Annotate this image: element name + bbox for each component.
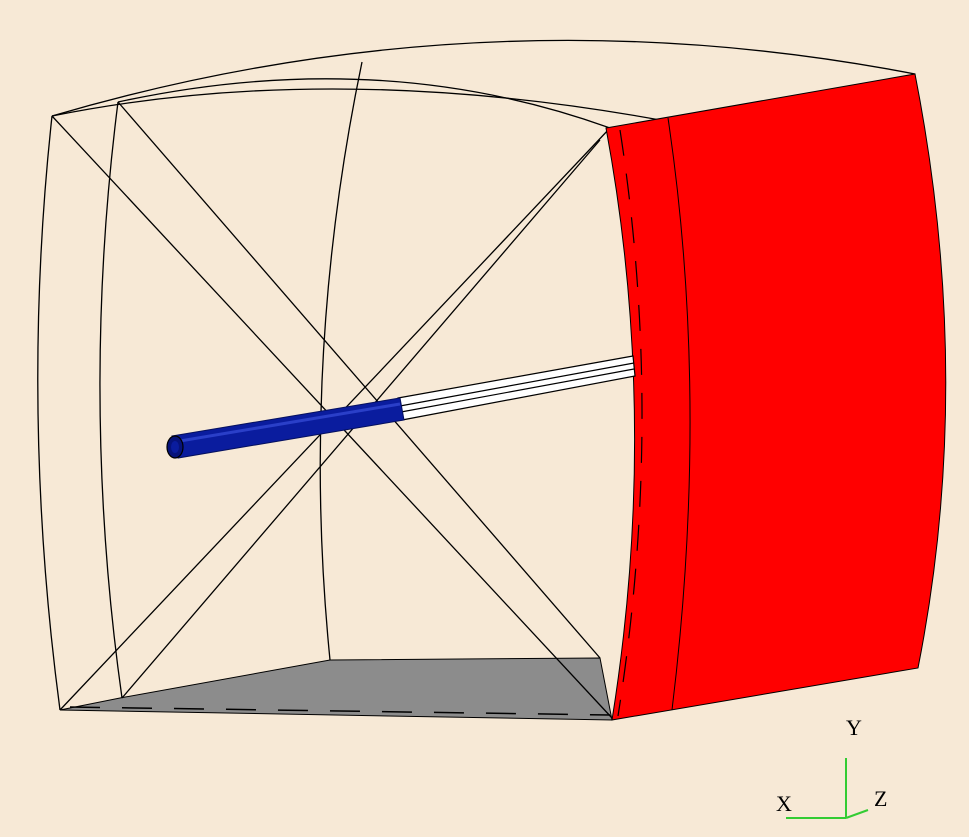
z-axis-line bbox=[845, 809, 869, 819]
left-edge-outer bbox=[37, 115, 61, 711]
end-face-inner-curve bbox=[667, 117, 691, 711]
floor-face bbox=[59, 657, 613, 721]
end-face-surface bbox=[605, 73, 947, 721]
x-axis-label: X bbox=[776, 791, 792, 816]
end-face[interactable] bbox=[605, 73, 947, 721]
axis-triad: Y X Z bbox=[776, 715, 887, 819]
top-edge-inner bbox=[51, 88, 661, 121]
floor-dashed-edge bbox=[69, 706, 611, 716]
z-axis-label: Z bbox=[874, 786, 887, 811]
rod-blue[interactable] bbox=[166, 397, 405, 459]
middle-curve bbox=[319, 61, 363, 661]
diagonal-2 bbox=[117, 101, 601, 659]
left-edge-inner bbox=[99, 101, 123, 699]
top-edge-outer bbox=[51, 39, 916, 117]
y-axis-label: Y bbox=[846, 715, 862, 740]
top-edge-mid bbox=[117, 78, 611, 129]
rod-hollow[interactable] bbox=[397, 355, 636, 421]
end-face-dashed-curve bbox=[617, 129, 643, 717]
